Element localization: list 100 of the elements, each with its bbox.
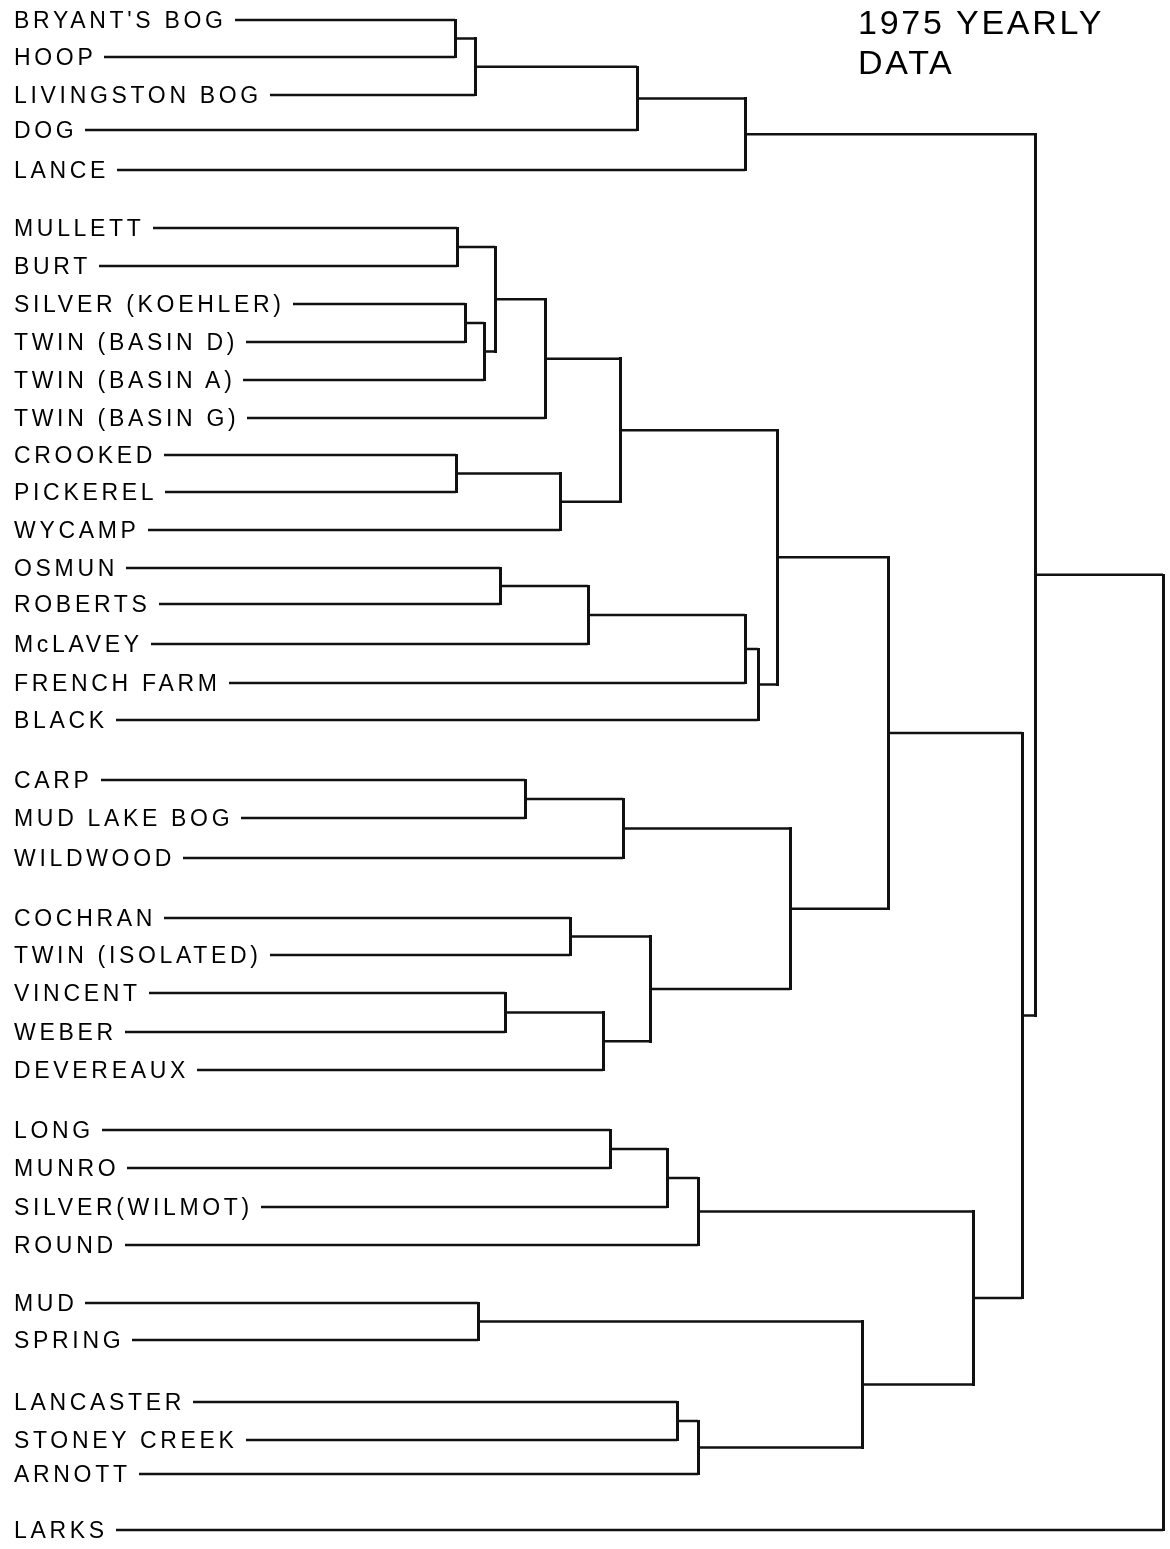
dendrogram-branch [241,816,525,820]
dendrogram-bar [453,18,457,59]
dendrogram-branch [85,128,637,132]
chart-title: 1975 YEARLY DATA [858,2,1105,82]
dendrogram-bar [543,298,547,420]
site-name-label: TWIN (BASIN G) [14,405,240,431]
dendrogram-branch [117,168,745,172]
site-name-label: DEVEREAUX [14,1057,189,1083]
dendrogram-branch [790,907,888,910]
dendrogram-branch [270,93,475,97]
site-name-label: WYCAMP [14,517,140,543]
dendrogram-branch [159,602,500,606]
dendrogram-branch [560,500,620,503]
dendrogram-branch [623,827,790,830]
dendrogram-bar [775,428,779,686]
site-name-label: LANCASTER [14,1389,186,1415]
dendrogram-branch [610,1147,667,1151]
dendrogram-branch [246,340,465,344]
dendrogram-branch [229,681,745,685]
site-name-label: OSMUN [14,555,118,581]
site-name-label: ARNOTT [14,1461,131,1487]
dendrogram-bar [498,566,502,606]
dendrogram-bar [476,1301,480,1342]
dendrogram-branch [465,321,484,325]
site-name-label: HOOP [14,44,97,70]
dendrogram-branch [862,1383,973,1386]
dendrogram-branch [125,1030,505,1034]
dendrogram-branch [153,226,457,230]
site-name-label: McLAVEY [14,631,143,657]
dendrogram-branch [777,556,888,559]
dendrogram-branch [495,298,545,301]
dendrogram-branch [667,1176,698,1180]
dendrogram-bar [675,1400,679,1442]
dendrogram-branch [101,778,525,782]
dendrogram-branch [475,65,637,68]
dendrogram-branch [650,987,790,991]
dendrogram-bar [463,302,467,344]
dendrogram-branch [261,1205,667,1209]
dendrogram-branch [973,1296,1022,1300]
site-name-label: FRENCH FARM [14,670,221,696]
dendrogram-branch [243,378,484,382]
dendrogram-branch [127,1166,610,1170]
dendrogram-bar [696,1176,700,1247]
site-name-label: CARP [14,767,93,793]
site-name-label: SPRING [14,1327,125,1353]
dendrogram-bar [586,584,590,646]
dendrogram-bar [608,1128,612,1170]
dendrogram-branch [116,718,758,722]
site-name-label: SILVER (KOEHLER) [14,291,285,317]
dendrogram-bar [635,65,639,132]
dendrogram-branch [677,1419,698,1423]
dendrogram-bar [493,245,497,353]
dendrogram-bar [1161,573,1165,1532]
dendrogram-branch [164,916,570,920]
dendrogram-branch [197,1068,603,1072]
site-name-label: DOG [14,117,78,143]
dendrogram-branch [888,731,1022,735]
site-name-label: ROBERTS [14,591,151,617]
dendrogram-bar [665,1147,669,1209]
dendrogram-branch [698,1446,862,1449]
dendrogram-branch [525,797,623,801]
site-name-label: VINCENT [14,980,141,1006]
dendrogram-branch [132,1338,478,1342]
site-name-label: LANCE [14,157,110,183]
dendrogram-bar [1020,731,1024,1300]
dendrogram-branch [620,428,777,432]
dendrogram-branch [1035,573,1163,577]
dendrogram-branch [149,991,505,995]
site-name-label: WILDWOOD [14,845,176,871]
dendrogram-branch [500,584,588,588]
site-name-label: ROUND [14,1232,117,1258]
dendrogram-bar [455,226,459,268]
dendrogram-bar [523,778,527,820]
dendrogram-branch [99,264,457,268]
dendrogram-bar [618,357,622,503]
dendrogram-bar [503,991,507,1034]
site-name-label: TWIN (BASIN A) [14,367,236,393]
site-name-label: BRYANT'S BOG [14,7,227,33]
site-name-label: PICKEREL [14,479,158,505]
dendrogram-branch [1022,1014,1035,1017]
dendrogram-branch [570,935,650,938]
dendrogram-branch [505,1011,603,1014]
dendrogram-branch [457,245,495,249]
dendrogram-branch [104,55,455,59]
site-name-label: COCHRAN [14,905,157,931]
dendrogram-bar [473,37,477,97]
dendrogram-bar [482,321,486,382]
site-name-label: MUD LAKE BOG [14,805,234,831]
dendrogram-branch [293,302,465,306]
dendrogram-branch [456,472,560,475]
site-name-label: TWIN (BASIN D) [14,329,238,355]
dendrogram-branch [165,490,456,494]
dendrogram-bar [648,935,652,1043]
dendrogram-bar [558,472,562,532]
dendrogram-branch [102,1128,610,1132]
dendrogram-bar [788,827,792,991]
site-name-label: BLACK [14,707,108,733]
dendrogram-branch [148,528,560,532]
dendrogram-bar [568,916,572,957]
dendrogram-branch [637,97,745,100]
